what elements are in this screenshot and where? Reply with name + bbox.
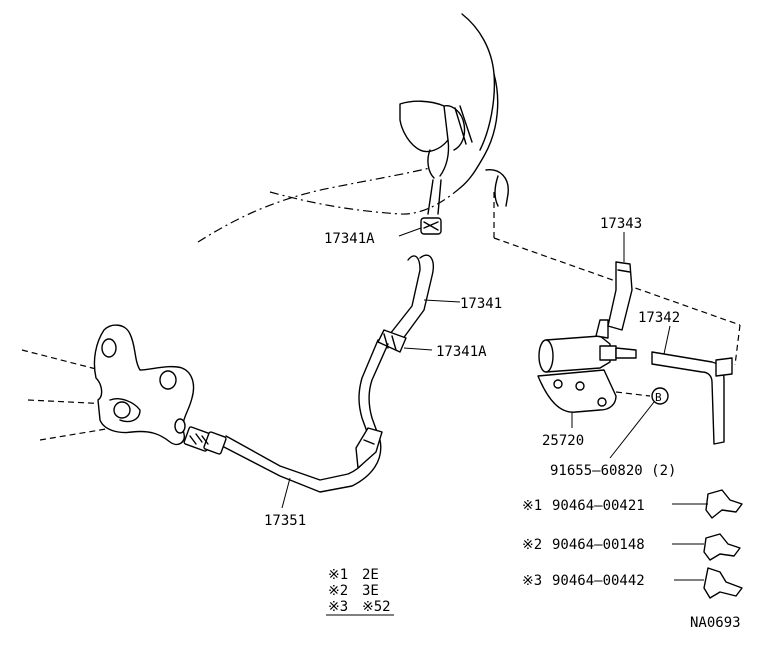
clamp-part-1: 90464–00421 — [552, 498, 645, 514]
pipe-fitting — [183, 426, 227, 455]
callout-b-label: B — [655, 391, 662, 404]
clamp-icon-3 — [674, 567, 743, 599]
legend-mark-3: ※3 — [328, 599, 348, 615]
diagram-code: NA0693 — [690, 615, 741, 631]
clamp-mark-2: ※2 — [522, 537, 542, 553]
callout-b: B — [609, 387, 669, 459]
label-17343: 17343 — [600, 216, 642, 232]
hose-17342 — [651, 325, 733, 445]
clamp-part-2: 90464–00148 — [552, 537, 645, 553]
label-17341a-top: 17341A — [324, 231, 375, 247]
leader-17341 — [423, 299, 461, 303]
legend-mark-1: ※1 — [328, 567, 348, 583]
vsv-25720 — [537, 319, 651, 428]
label-91655: 91655–60820 (2) — [550, 463, 676, 479]
label-25720: 25720 — [542, 433, 584, 449]
hose-17343 — [607, 232, 633, 331]
label-17341: 17341 — [460, 296, 502, 312]
clamp-icon-2 — [672, 533, 741, 561]
legend-value-3: ※52 — [362, 599, 391, 615]
legend: ※1 2E ※2 3E ※3 ※52 — [326, 567, 394, 616]
clamp-icon-1 — [672, 489, 743, 519]
clamp-mark-1: ※1 — [522, 498, 542, 514]
air-cleaner-outline — [197, 13, 741, 366]
clamp-part-3: 90464–00442 — [552, 573, 645, 589]
clamp-17341a-top — [398, 217, 442, 237]
clamp-mark-3: ※3 — [522, 573, 542, 589]
pipe-17351 — [221, 339, 389, 509]
legend-mark-2: ※2 — [328, 583, 348, 599]
hose-17341 — [389, 179, 442, 341]
legend-value-1: 2E — [362, 567, 379, 583]
label-17341a-mid: 17341A — [436, 344, 487, 360]
engine-bracket — [21, 324, 195, 446]
legend-value-2: 3E — [362, 583, 379, 599]
label-17351: 17351 — [264, 513, 306, 529]
label-17342: 17342 — [638, 310, 680, 326]
